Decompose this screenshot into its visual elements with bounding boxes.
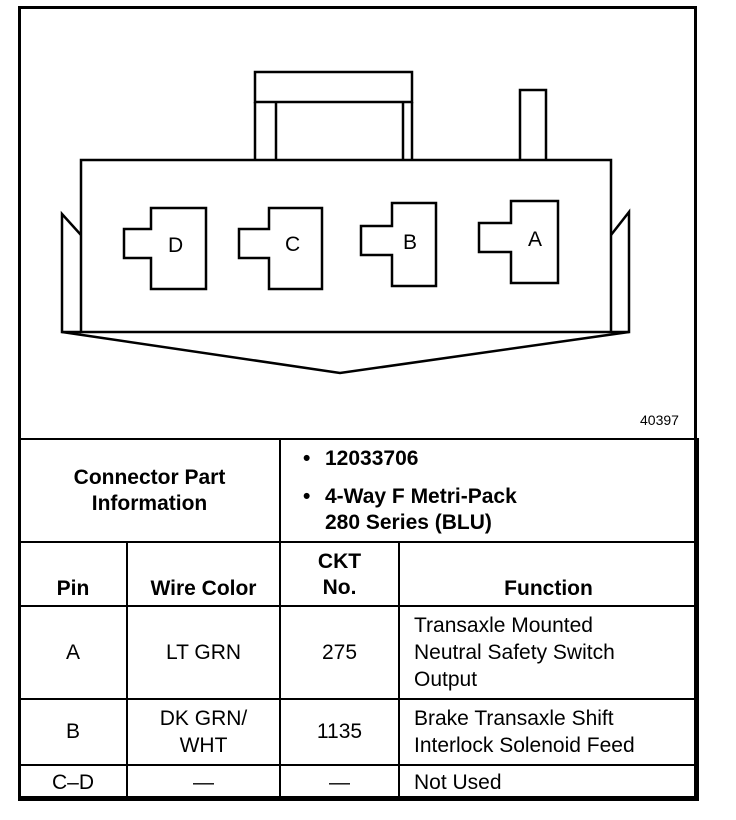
connector-key-tab [518, 88, 548, 160]
connector-diagram: D C B A [60, 70, 631, 375]
cavity-a [477, 199, 560, 285]
connector-description-line1: 4-Way F Metri-Pack [325, 484, 517, 508]
wire-color-cell: — [126, 764, 281, 801]
wire-color-line1: LT GRN [165, 641, 242, 664]
connector-info-label-line1: Connector Part [73, 465, 226, 489]
table-row: A LT GRN 275 Transaxle Mounted Neutral S… [18, 605, 699, 700]
wire-color-line2: WHT [179, 734, 228, 757]
function-line2: Neutral Safety Switch [414, 641, 615, 664]
header-ckt-line2: No. [322, 576, 357, 599]
function-cell: Brake Transaxle Shift Interlock Solenoid… [398, 698, 699, 766]
wire-color-cell: LT GRN [126, 605, 281, 700]
connector-latch [253, 70, 414, 160]
function-line2: Interlock Solenoid Feed [414, 734, 635, 757]
cavity-d [122, 206, 208, 291]
connector-right-wing [610, 208, 631, 334]
connector-bottom-point [61, 330, 630, 375]
pin-cell: C–D [18, 764, 128, 801]
function-cell: Transaxle Mounted Neutral Safety Switch … [398, 605, 699, 700]
cavity-b [359, 201, 438, 288]
function-cell: Not Used [398, 764, 699, 801]
part-number: 12033706 [303, 446, 691, 472]
table-row: B DK GRN/ WHT 1135 Brake Transaxle Shift… [18, 698, 699, 766]
ckt-cell: — [279, 764, 400, 801]
wire-color-line1: DK GRN/ [159, 707, 248, 730]
header-ckt-line1: CKT [317, 550, 362, 573]
connector-left-wing [60, 210, 82, 334]
function-line3: Output [414, 668, 478, 691]
pin-cell: A [18, 605, 128, 700]
connector-info-label-line2: Information [91, 491, 208, 515]
wire-color-cell: DK GRN/ WHT [126, 698, 281, 766]
table-header-row: Pin Wire Color CKT No. Function [18, 541, 699, 607]
header-pin: Pin [18, 541, 128, 607]
connector-table: Connector Part Information 12033706 4-Wa… [18, 438, 699, 801]
pin-label-a: A [528, 228, 542, 251]
table-row: C–D — — Not Used [18, 764, 699, 801]
pin-label-b: B [403, 231, 417, 254]
connector-description-line2: 280 Series (BLU) [325, 510, 492, 534]
pin-cell: B [18, 698, 128, 766]
cavity-c [237, 206, 324, 291]
connector-info-label: Connector Part Information [18, 438, 281, 543]
connector-description: 4-Way F Metri-Pack 280 Series (BLU) [303, 484, 691, 536]
header-ckt-no: CKT No. [279, 541, 400, 607]
connector-body [79, 158, 613, 334]
connector-info-value: 12033706 4-Way F Metri-Pack 280 Series (… [279, 438, 699, 543]
connector-info-row: Connector Part Information 12033706 4-Wa… [18, 438, 699, 543]
ckt-cell: 275 [279, 605, 400, 700]
figure-number: 40397 [640, 412, 679, 428]
function-line1: Transaxle Mounted [414, 614, 593, 637]
header-wire-color: Wire Color [126, 541, 281, 607]
pin-label-c: C [285, 233, 300, 256]
header-function: Function [398, 541, 699, 607]
function-line1: Brake Transaxle Shift [414, 707, 614, 730]
pin-label-d: D [168, 234, 183, 257]
ckt-cell: 1135 [279, 698, 400, 766]
